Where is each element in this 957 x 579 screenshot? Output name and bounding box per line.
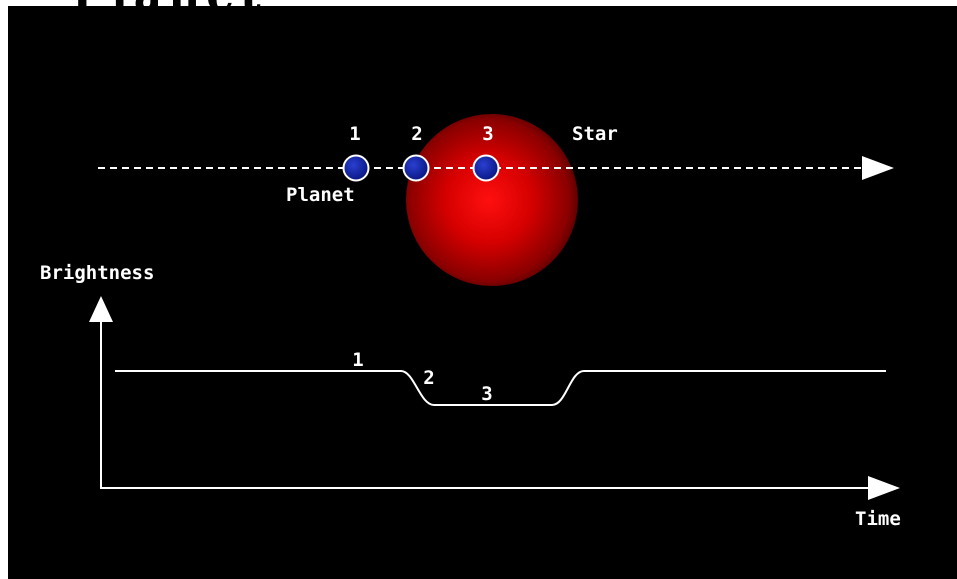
y-axis-label: Brightness [40, 262, 154, 284]
position-label-2: 2 [411, 123, 422, 145]
star-label: Star [572, 123, 618, 145]
curve-phase-label-1: 1 [352, 349, 363, 371]
y-axis-arrow-icon [89, 296, 113, 322]
position-label-3: 3 [482, 123, 493, 145]
planet-label: Planet [286, 184, 355, 206]
planet-position-2 [404, 156, 429, 181]
position-label-1: 1 [349, 123, 360, 145]
planet-position-3 [474, 156, 499, 181]
x-axis-arrow-icon [868, 476, 900, 500]
orbit-arrow-icon [862, 156, 894, 180]
curve-phase-label-3: 3 [481, 383, 492, 405]
curve-phase-label-2: 2 [423, 367, 434, 389]
planet-position-1 [344, 156, 369, 181]
light-curve [115, 371, 886, 405]
x-axis-label: Time [855, 508, 901, 530]
